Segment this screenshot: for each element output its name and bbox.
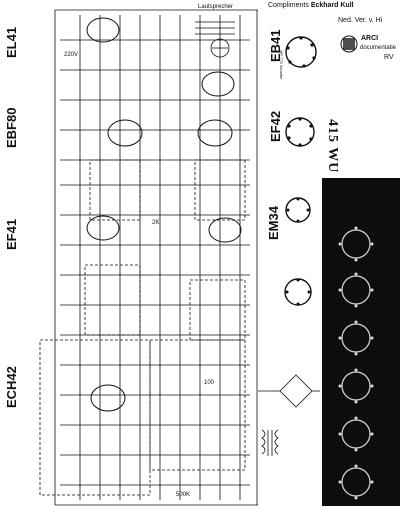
tube-label-em34: EM34 (266, 206, 281, 240)
archive-tail: RV (384, 54, 394, 61)
resistor-100-label: 100 (204, 380, 215, 386)
tube-label-ech42: ECH42 (4, 366, 19, 408)
model-number: 415 WU (325, 119, 340, 174)
tube-ech42-symbol (90, 384, 126, 412)
credit-name: Eckhard Kull (310, 2, 354, 9)
tube-label-el41: EL41 (4, 26, 19, 58)
voltage-label: 220V (64, 52, 79, 58)
wafer-contacts (338, 226, 374, 500)
tube-label-ef42: EF42 (268, 110, 283, 142)
tube-symbols (86, 17, 242, 412)
resistor-500k-label: 500K (176, 492, 191, 498)
archive-stamp (340, 35, 358, 53)
archive-line: Ned. Ver. v. Hi (338, 17, 383, 24)
circuit-wiring (39, 9, 320, 506)
tube-el41-symbol (86, 17, 120, 43)
tube-label-ebf80: EBF80 (4, 107, 19, 148)
credit-prefix: Compliments (268, 2, 309, 9)
tube-ef41-symbol (86, 215, 120, 241)
tube-base-pins (285, 36, 316, 306)
dial-panel (322, 178, 400, 506)
speaker-label: Lautsprecher (198, 4, 234, 10)
tube-ef42-symbol (208, 217, 242, 243)
switch-wafers (341, 229, 371, 497)
tube-label-ef41: EF41 (4, 218, 19, 250)
tube-em34-symbol (201, 71, 235, 97)
tube-ebf80-symbol (107, 119, 143, 147)
switch-note: MP 775 Schalter (279, 50, 284, 80)
archive-brand: ARCI (361, 35, 379, 42)
archive-sub: documentatie (360, 45, 397, 51)
tube-eb41-symbol (197, 119, 233, 147)
credit-line: Compliments Eckhard Kull (268, 2, 354, 9)
tube-base-diagrams (284, 36, 317, 306)
resistor-2k-label: 2K (152, 220, 160, 226)
